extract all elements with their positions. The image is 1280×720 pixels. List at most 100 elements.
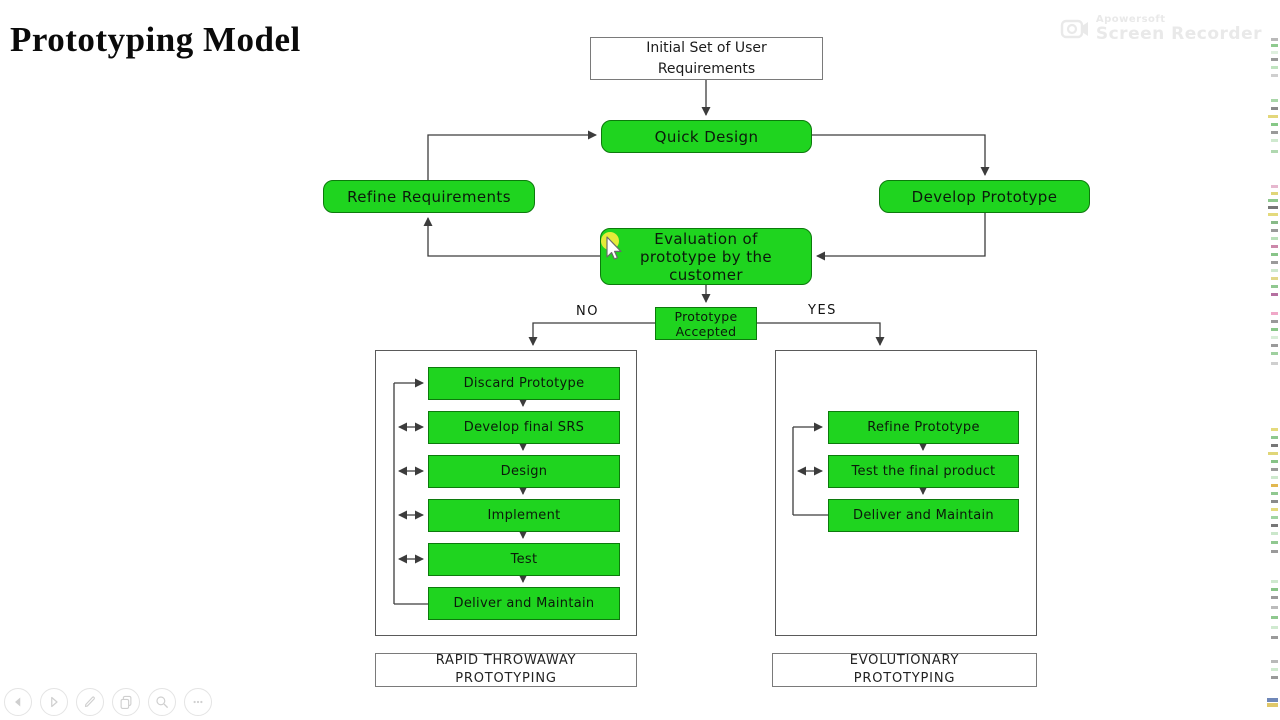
edge-thumbnail-strip — [1266, 0, 1280, 720]
edge-mark — [1271, 588, 1278, 591]
arrow-left-icon — [15, 697, 21, 707]
edge-mark — [1271, 269, 1278, 272]
step-test: Test — [428, 543, 620, 576]
edge-mark — [1271, 500, 1278, 503]
edge-mark — [1271, 524, 1278, 527]
edge-mark — [1271, 320, 1278, 323]
pages-button[interactable] — [112, 688, 140, 716]
edge-mark — [1268, 452, 1278, 455]
edge-mark — [1271, 606, 1278, 609]
mouse-cursor-icon — [601, 232, 622, 260]
step-refine-prototype: Refine Prototype — [828, 411, 1019, 444]
pen-button[interactable] — [76, 688, 104, 716]
edge-mark — [1271, 58, 1278, 61]
magnifier-icon — [156, 696, 169, 709]
edge-mark — [1271, 51, 1278, 54]
edge-mark — [1271, 532, 1278, 535]
step-deliver-maintain-evolutionary: Deliver and Maintain — [828, 499, 1019, 532]
edge-mark — [1271, 484, 1278, 487]
edge-mark — [1271, 139, 1278, 142]
edge-mark — [1271, 245, 1278, 248]
edge-mark — [1271, 444, 1278, 447]
edge-mark — [1271, 541, 1278, 544]
edge-mark — [1271, 253, 1278, 256]
zoom-button[interactable] — [148, 688, 176, 716]
edge-mark — [1271, 476, 1278, 479]
edge-mark — [1271, 626, 1278, 629]
branch-label-yes: YES — [808, 303, 837, 318]
edge-mark — [1268, 199, 1278, 202]
edge-mark — [1271, 516, 1278, 519]
edge-mark — [1271, 66, 1278, 69]
edge-mark — [1268, 213, 1278, 216]
watermark-app: Screen Recorder — [1095, 24, 1262, 44]
edge-mark — [1271, 277, 1278, 280]
edge-mark — [1268, 115, 1278, 118]
rapid-caption: RAPID THROWAWAY PROTOTYPING — [375, 653, 637, 687]
edge-mark — [1271, 293, 1278, 296]
page-title: Prototyping Model — [10, 20, 301, 59]
node-quick-design: Quick Design — [601, 120, 812, 153]
annotation-toolbar — [4, 688, 212, 716]
edge-mark — [1271, 192, 1278, 195]
edge-mark — [1271, 344, 1278, 347]
pages-icon — [120, 695, 132, 709]
edge-mark — [1271, 352, 1278, 355]
edge-mark — [1271, 123, 1278, 126]
edge-mark — [1271, 44, 1278, 47]
edge-mark — [1271, 676, 1278, 679]
step-discard-prototype: Discard Prototype — [428, 367, 620, 400]
edge-mark — [1271, 362, 1278, 365]
forward-button[interactable] — [40, 688, 68, 716]
node-develop-prototype: Develop Prototype — [879, 180, 1090, 213]
edge-mark — [1271, 99, 1278, 102]
edge-mark — [1271, 660, 1278, 663]
edge-mark — [1271, 596, 1278, 599]
node-prototype-accepted: Prototype Accepted — [655, 307, 757, 340]
node-refine-requirements: Refine Requirements — [323, 180, 535, 213]
camera-icon — [1060, 19, 1088, 39]
edge-mark — [1271, 460, 1278, 463]
edge-mark — [1271, 616, 1278, 619]
arrow-right-icon — [51, 696, 58, 708]
edge-mark — [1271, 237, 1278, 240]
edge-mark — [1268, 206, 1278, 209]
edge-mark — [1271, 74, 1278, 77]
step-implement: Implement — [428, 499, 620, 532]
rapid-group-box — [375, 350, 637, 636]
edge-mark — [1271, 131, 1278, 134]
edge-mark — [1271, 428, 1278, 431]
edge-mark — [1271, 312, 1278, 315]
node-initial-requirements: Initial Set of User Requirements — [590, 37, 823, 80]
step-test-final-product: Test the final product — [828, 455, 1019, 488]
edge-mark — [1271, 221, 1278, 224]
evolutionary-caption: EVOLUTIONARY PROTOTYPING — [772, 653, 1037, 687]
edge-mark — [1271, 285, 1278, 288]
screen-recorder-watermark: Apowersoft Screen Recorder — [1060, 14, 1262, 44]
edge-mark — [1271, 636, 1278, 639]
edge-mark — [1271, 550, 1278, 553]
pen-icon — [84, 696, 95, 708]
step-deliver-maintain-rapid: Deliver and Maintain — [428, 587, 620, 620]
edge-mark — [1267, 698, 1278, 702]
node-evaluation: Evaluation of prototype by the customer — [600, 228, 812, 285]
edge-mark — [1271, 38, 1278, 41]
edge-mark — [1271, 468, 1278, 471]
edge-mark — [1271, 580, 1278, 583]
edge-mark — [1271, 336, 1278, 339]
more-button[interactable] — [184, 688, 212, 716]
edge-mark — [1271, 328, 1278, 331]
edge-mark — [1271, 107, 1278, 110]
edge-mark — [1271, 261, 1278, 264]
edge-mark — [1267, 703, 1278, 707]
step-design: Design — [428, 455, 620, 488]
watermark-brand: Apowersoft — [1095, 14, 1166, 25]
edge-mark — [1271, 150, 1278, 153]
back-button[interactable] — [4, 688, 32, 716]
edge-mark — [1271, 508, 1278, 511]
edge-mark — [1271, 668, 1278, 671]
edge-mark — [1271, 185, 1278, 188]
edge-mark — [1271, 436, 1278, 439]
